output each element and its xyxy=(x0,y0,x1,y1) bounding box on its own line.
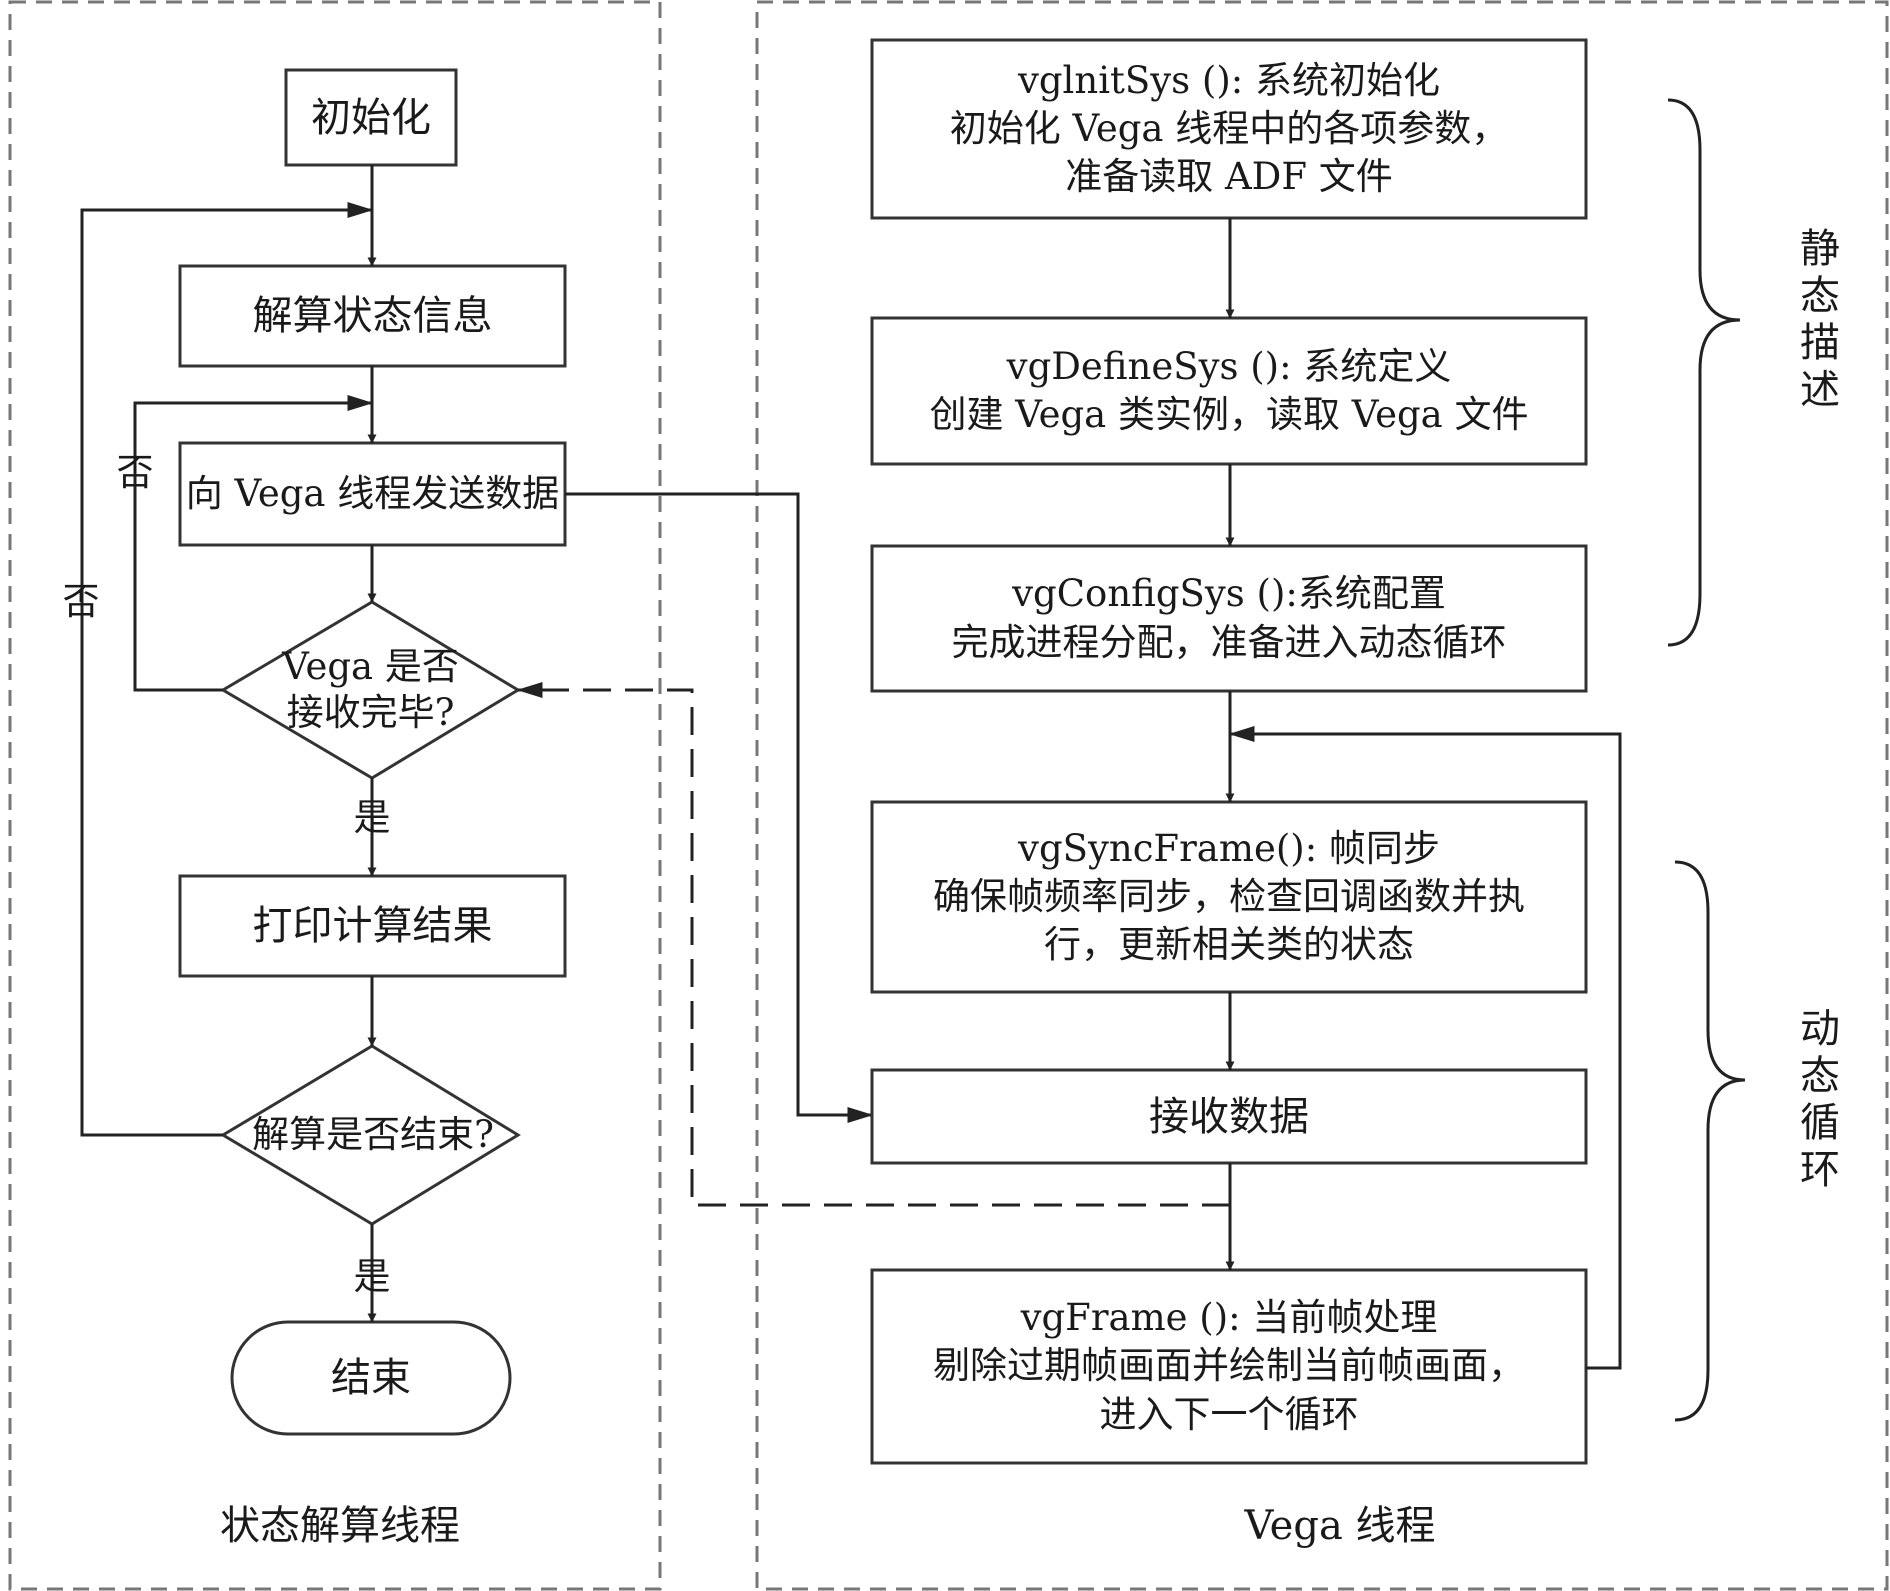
init-sys-box xyxy=(870,38,1588,220)
frame-line-3: 进入下一个循环 xyxy=(1099,1392,1359,1436)
decision-received-label: Vega 是否 接收完毕? xyxy=(223,605,518,775)
brace-dynamic xyxy=(1674,860,1746,1422)
init-label: 初始化 xyxy=(311,94,431,141)
dynamic-loop-label: 动 态 循 环 xyxy=(1790,1000,1850,1200)
decision-received-line-1: Vega 是否 xyxy=(282,644,459,688)
label-no-inner: 否 xyxy=(116,450,154,494)
dynamic-loop-char-3: 循 xyxy=(1800,1100,1840,1146)
init-box xyxy=(284,68,458,167)
loop-frame-to-sync xyxy=(1228,726,1622,1370)
config-sys-line-2: 完成进程分配，准备进入动态循环 xyxy=(951,620,1507,664)
static-desc-label: 静 态 描 述 xyxy=(1790,220,1850,420)
config-sys-line-1: vgConfigSys ():系统配置 xyxy=(1012,572,1446,616)
decision-received-line-2: 接收完毕? xyxy=(286,691,455,734)
init-sys-label: vglnitSys (): 系统初始化 初始化 Vega 线程中的各项参数， 准… xyxy=(872,40,1586,218)
static-desc-char-3: 描 xyxy=(1800,320,1840,366)
right-thread-container xyxy=(755,0,1889,1591)
dynamic-loop-char-2: 态 xyxy=(1800,1052,1840,1099)
init-sys-line-1: vglnitSys (): 系统初始化 xyxy=(1017,58,1441,102)
sync-frame-label: vgSyncFrame(): 帧同步 确保帧频率同步，检查回调函数并执 行，更新… xyxy=(872,802,1586,992)
label-yes-1: 是 xyxy=(353,795,391,839)
loop-no-outer xyxy=(80,202,374,1137)
loop-no-inner xyxy=(133,395,374,692)
send-data-box xyxy=(178,441,567,547)
label-no-outer: 否 xyxy=(62,579,100,623)
send-data-label: 向 Vega 线程发送数据 xyxy=(185,471,560,515)
receive-data-label: 接收数据 xyxy=(1149,1093,1309,1140)
static-desc-char-2: 态 xyxy=(1800,272,1840,319)
static-desc-char-4: 述 xyxy=(1800,367,1840,414)
config-sys-box xyxy=(870,544,1588,693)
sync-frame-line-2: 确保帧频率同步，检查回调函数并执 xyxy=(933,874,1525,918)
arrow-send-to-receive xyxy=(565,492,874,1123)
sync-frame-line-1: vgSyncFrame(): 帧同步 xyxy=(1018,826,1440,870)
dynamic-loop-char-1: 动 xyxy=(1800,1005,1840,1052)
frame-box xyxy=(870,1268,1588,1465)
frame-line-1: vgFrame (): 当前帧处理 xyxy=(1020,1296,1438,1340)
print-result-box xyxy=(178,874,567,978)
decision-finished-label: 解算是否结束? xyxy=(252,1112,494,1156)
frame-label: vgFrame (): 当前帧处理 剔除过期帧画面并绘制当前帧画面， 进入下一个… xyxy=(872,1270,1586,1463)
init-sys-line-3: 准备读取 ADF 文件 xyxy=(1065,155,1393,199)
label-yes-2: 是 xyxy=(353,1254,391,1298)
brace-static xyxy=(1667,98,1741,647)
solve-state-label: 解算状态信息 xyxy=(252,293,493,339)
left-thread-container xyxy=(8,0,662,1591)
dynamic-loop-char-4: 环 xyxy=(1800,1147,1840,1194)
init-sys-line-2: 初始化 Vega 线程中的各项参数， xyxy=(949,106,1509,150)
dashed-feedback-receive-to-decision xyxy=(516,682,1230,1207)
define-sys-box xyxy=(870,316,1588,466)
end-label: 结束 xyxy=(331,1355,411,1401)
right-thread-title: Vega 线程 xyxy=(1244,1503,1436,1549)
print-result-label: 打印计算结果 xyxy=(252,903,493,949)
define-sys-label: vgDefineSys (): 系统定义 创建 Vega 类实例，读取 Vega… xyxy=(872,318,1586,464)
sync-frame-box xyxy=(870,800,1588,994)
static-desc-char-1: 静 xyxy=(1800,225,1840,272)
sync-frame-line-3: 行，更新相关类的状态 xyxy=(1044,923,1414,967)
define-sys-line-2: 创建 Vega 类实例，读取 Vega 文件 xyxy=(929,393,1529,436)
config-sys-label: vgConfigSys ():系统配置 完成进程分配，准备进入动态循环 xyxy=(872,546,1586,691)
define-sys-line-1: vgDefineSys (): 系统定义 xyxy=(1006,344,1452,388)
frame-line-2: 剔除过期帧画面并绘制当前帧画面， xyxy=(933,1344,1525,1388)
left-thread-title: 状态解算线程 xyxy=(220,1503,460,1549)
